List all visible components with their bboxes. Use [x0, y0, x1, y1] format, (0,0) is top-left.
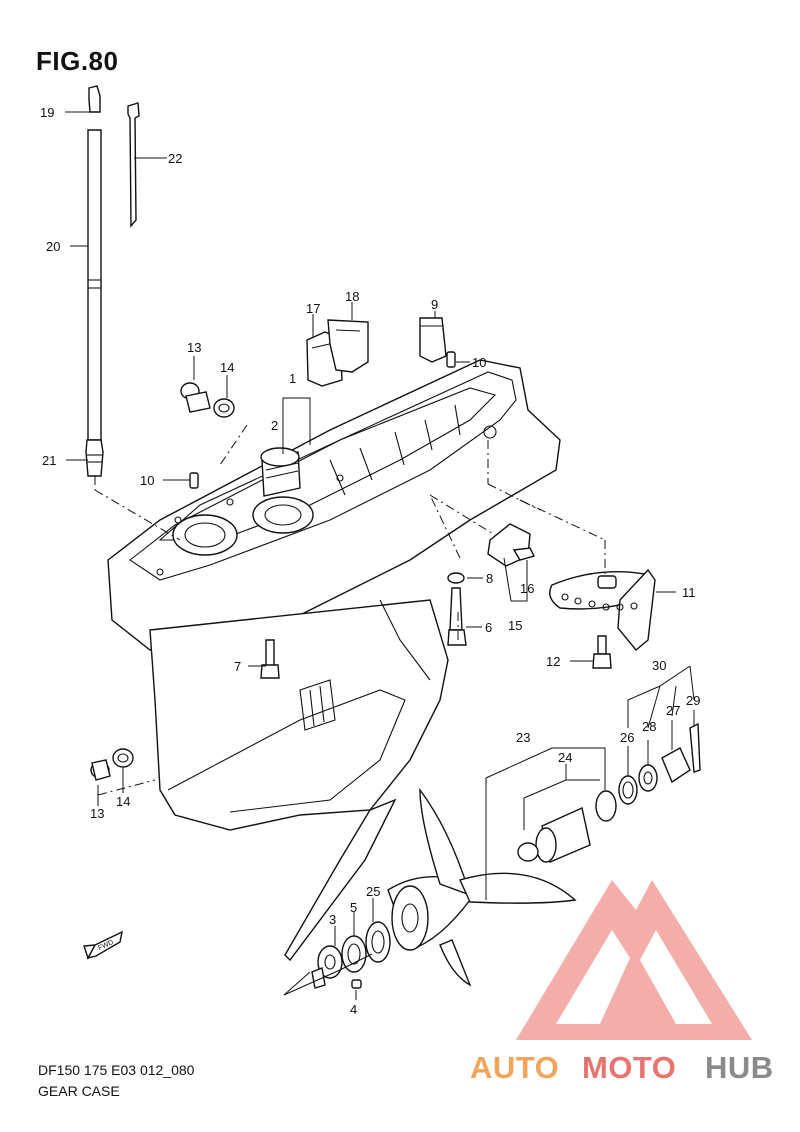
cable-tie [127, 102, 140, 228]
callout: 29 [686, 693, 700, 708]
anode [487, 523, 536, 567]
callout: 13 [187, 340, 201, 355]
callout: 22 [168, 151, 182, 166]
callout-labels: 19 22 20 21 17 18 9 10 13 14 1 2 10 8 16… [40, 105, 700, 1017]
gear-case-housing [107, 359, 561, 962]
callout: 16 [520, 581, 534, 596]
drain-plug-lower [90, 759, 111, 781]
callout: 27 [666, 703, 680, 718]
callout: 7 [234, 659, 241, 674]
gasket-lower [112, 748, 134, 768]
callout: 12 [546, 654, 560, 669]
watermark-auto: AUTO [470, 1050, 559, 1085]
callout: 14 [220, 360, 234, 375]
thrust-hub-25 [365, 921, 391, 963]
watermark-logo [516, 880, 752, 1040]
callout: 15 [508, 618, 522, 633]
triangle-logo-icon [516, 880, 752, 1040]
figure-code: DF150 175 E03 012_080 [38, 1062, 195, 1078]
figure-name: GEAR CASE [38, 1083, 120, 1099]
callout: 21 [42, 453, 56, 468]
callout: 10 [140, 473, 154, 488]
callout: 28 [642, 719, 656, 734]
bolt-7 [260, 639, 280, 679]
bushing-assembly [517, 790, 617, 863]
propeller-nut [661, 747, 691, 784]
callout: 9 [431, 297, 438, 312]
trim-tab [549, 568, 656, 651]
washer-28 [638, 764, 658, 792]
leader-lines [65, 111, 695, 1000]
callout: 4 [350, 1002, 357, 1017]
watermark-moto: MOTO [582, 1050, 676, 1085]
callout: 3 [329, 912, 336, 927]
callout: 8 [486, 571, 493, 586]
callout: 18 [345, 289, 359, 304]
thrust-washer-3 [311, 945, 343, 989]
callout: 14 [116, 794, 130, 809]
key-4 [351, 979, 362, 989]
spacer-26 [618, 775, 638, 805]
shift-rod-assembly [85, 85, 104, 477]
fwd-arrow-icon: FWD [83, 930, 123, 960]
seal-bracket [327, 319, 369, 373]
gasket-upper [213, 398, 235, 418]
callout: 24 [558, 750, 572, 765]
callout: 23 [516, 730, 530, 745]
callout: 25 [366, 884, 380, 899]
callout: 19 [40, 105, 54, 120]
drain-plug-upper [180, 382, 211, 413]
callout: 6 [485, 620, 492, 635]
propeller [387, 787, 577, 987]
dowel-pin-upper [446, 351, 456, 368]
callout: 10 [472, 355, 486, 370]
callout: 20 [46, 239, 60, 254]
figure-title: FIG.80 [36, 46, 119, 76]
bolt-6 [447, 572, 467, 646]
callout: 2 [271, 418, 278, 433]
watermark-hub: HUB [705, 1050, 774, 1085]
washer-5 [341, 935, 367, 973]
callout: 17 [306, 301, 320, 316]
callout: 26 [620, 730, 634, 745]
callout: 1 [289, 371, 296, 386]
watermark-text: AUTO MOTO HUB [470, 1050, 774, 1085]
callout: 30 [652, 658, 666, 673]
callout: 11 [682, 585, 696, 600]
dowel-pin-lower [189, 472, 199, 489]
bolt-12 [592, 635, 612, 669]
cap [419, 317, 447, 363]
cotter-pin [689, 722, 701, 773]
alignment-dash-lines [94, 424, 606, 796]
callout: 13 [90, 806, 104, 821]
callout: 5 [350, 900, 357, 915]
